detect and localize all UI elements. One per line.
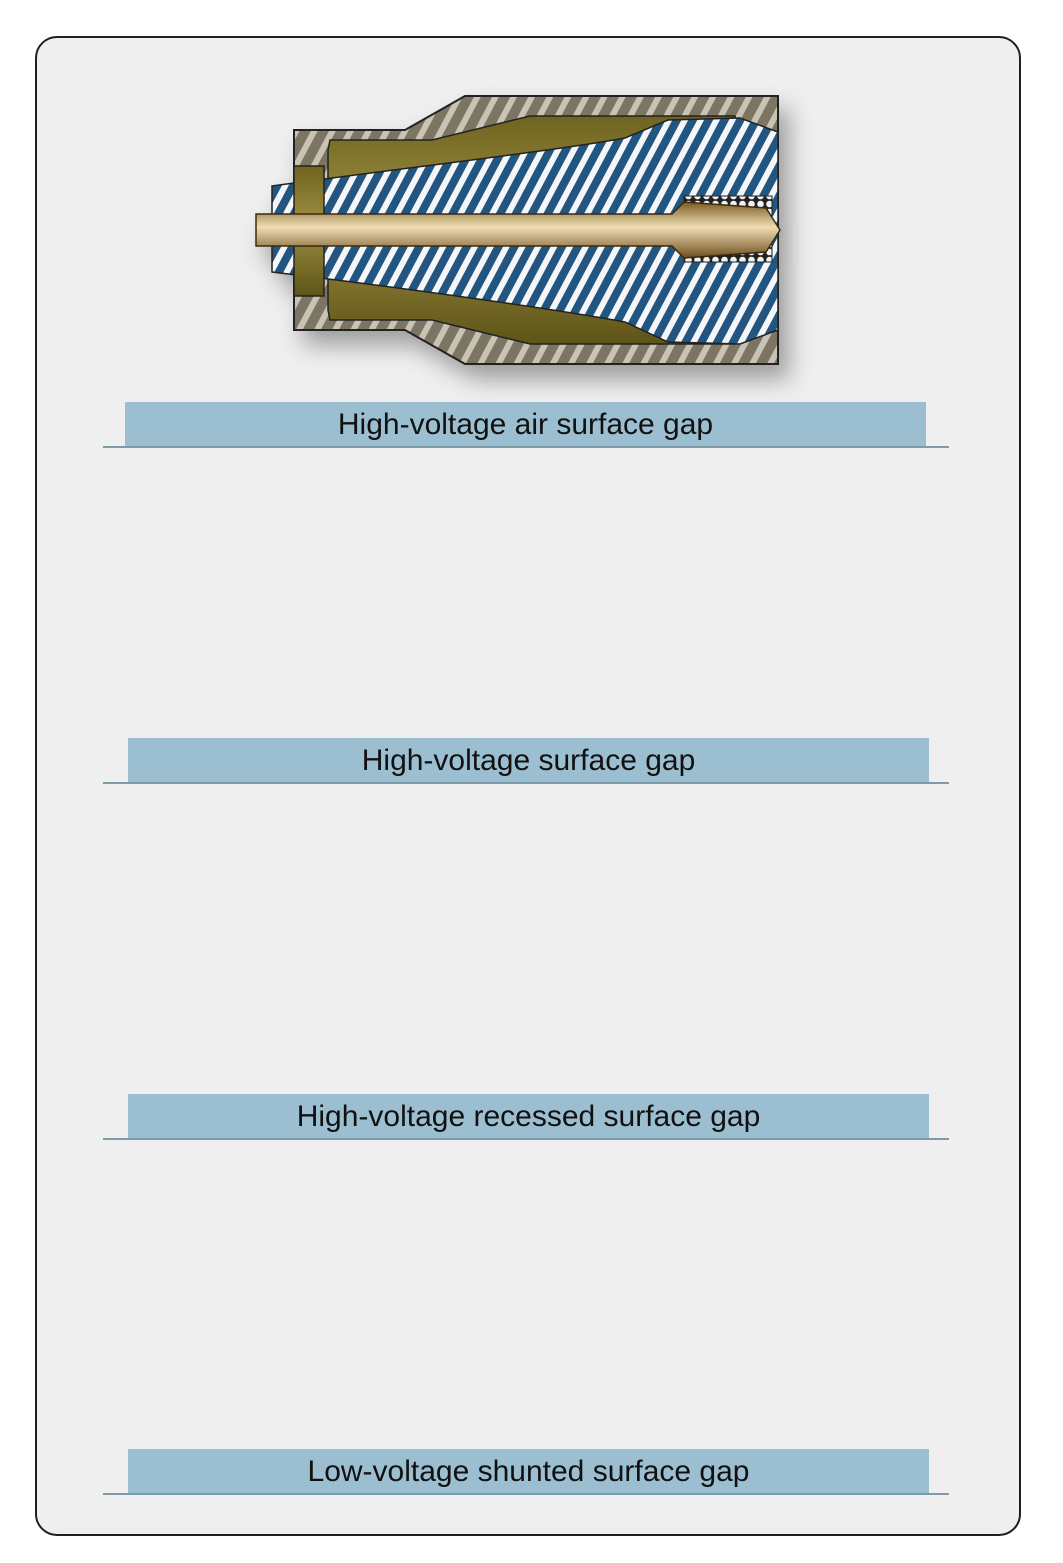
caption-air-surface-gap: High-voltage air surface gap <box>125 402 926 446</box>
caption-recessed-surface-gap: High-voltage recessed surface gap <box>128 1094 929 1138</box>
center-electrode <box>255 201 781 259</box>
caption-surface-gap: High-voltage surface gap <box>128 738 929 782</box>
caption-rule <box>103 1138 949 1140</box>
caption-rule <box>103 446 949 448</box>
plug-air-surface-gap <box>255 95 781 365</box>
caption-rule <box>103 782 949 784</box>
caption-rule <box>103 1493 949 1495</box>
caption-shunted-surface-gap: Low-voltage shunted surface gap <box>128 1449 929 1493</box>
